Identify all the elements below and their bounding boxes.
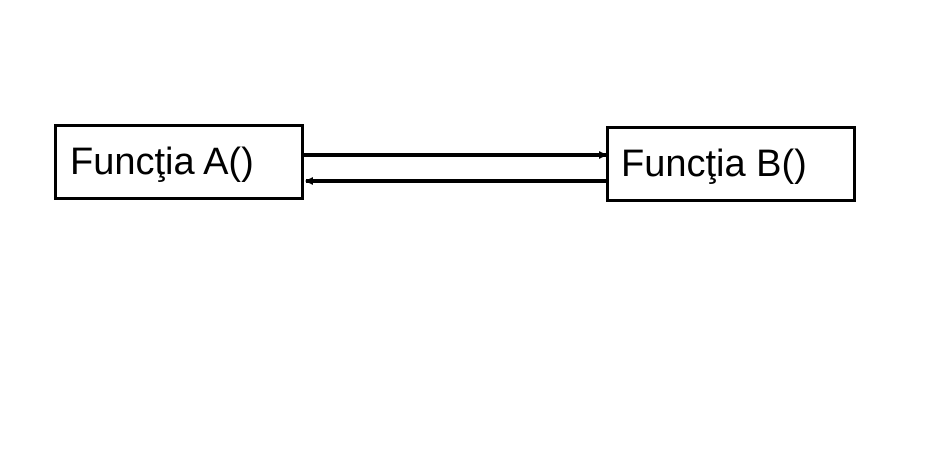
function-b-label: Funcţia B() bbox=[621, 142, 807, 185]
function-a-node: Funcţia A() bbox=[54, 124, 304, 200]
function-a-label: Funcţia A() bbox=[70, 140, 254, 183]
function-b-node: Funcţia B() bbox=[606, 126, 856, 202]
